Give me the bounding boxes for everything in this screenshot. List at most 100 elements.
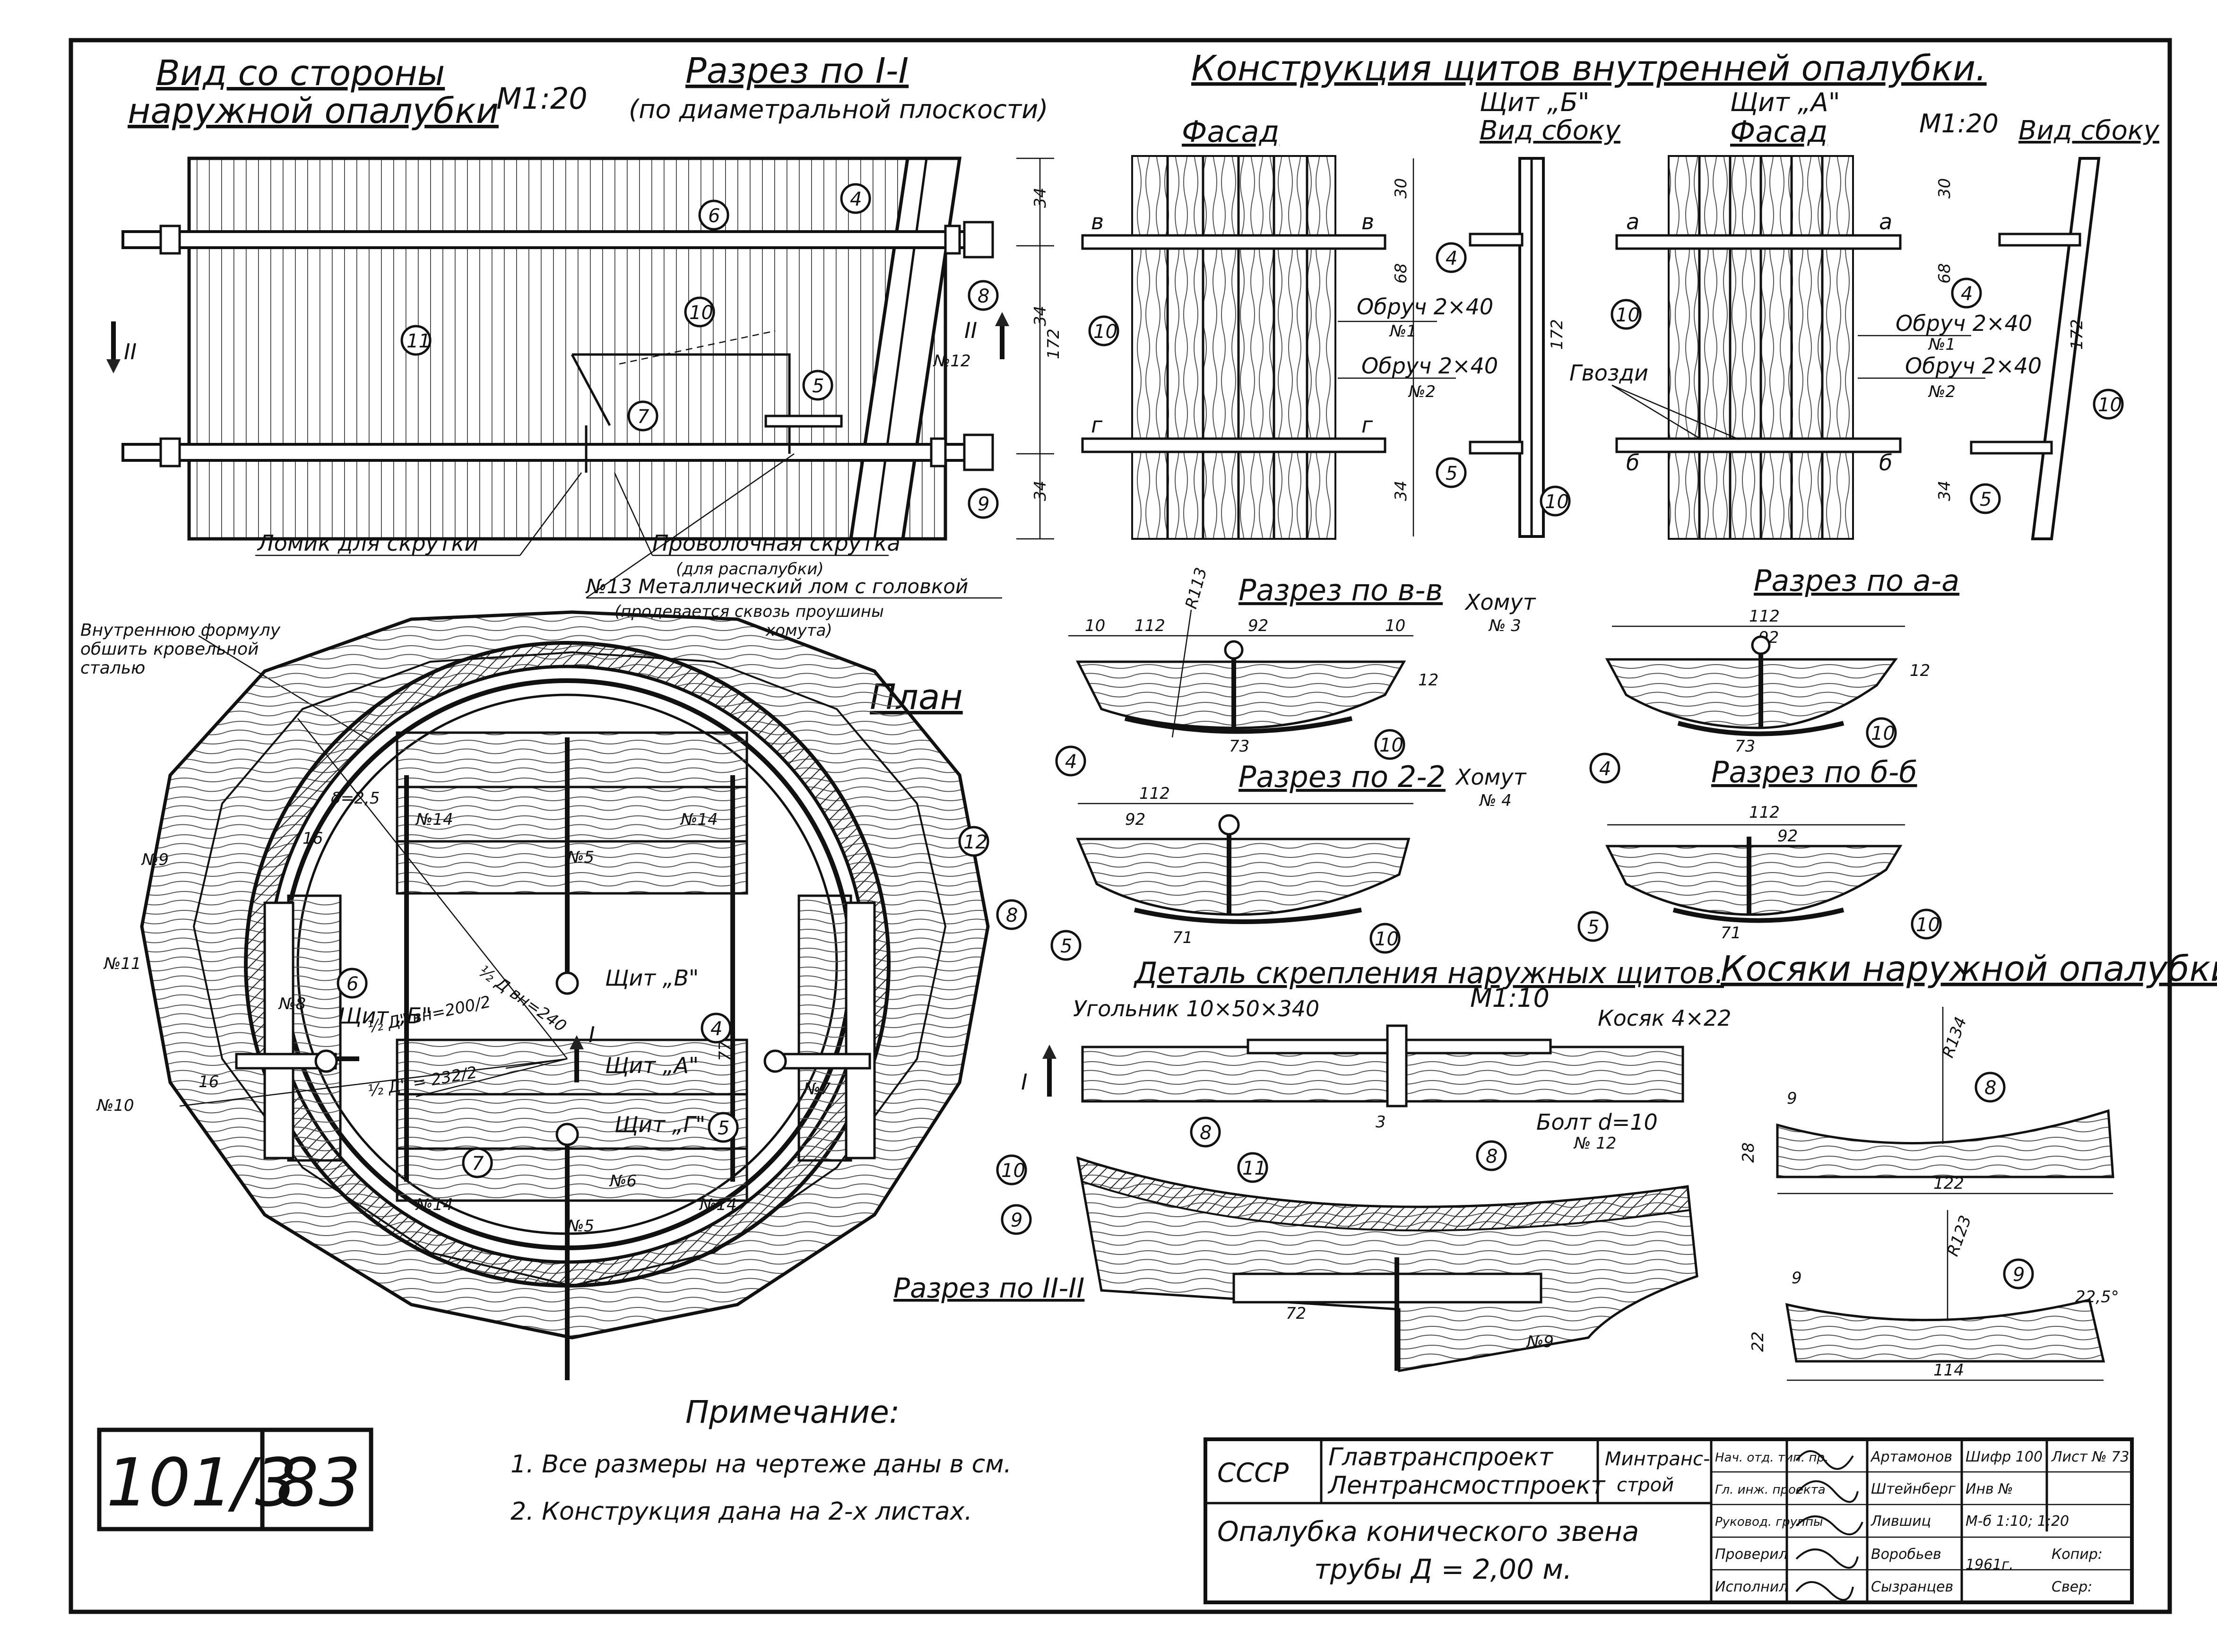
svg-text:в: в (1361, 209, 1374, 234)
svg-text:10: 10 (2098, 394, 2122, 416)
notes: Примечание: 1. Все размеры на чертеже да… (511, 1394, 1012, 1526)
svg-text:73: 73 (1229, 737, 1249, 756)
svg-text:77: 77 (716, 1040, 735, 1061)
scale-1: М1:20 (496, 81, 588, 116)
notes-heading: Примечание: (685, 1394, 900, 1430)
svg-text:5: 5 (718, 1117, 729, 1139)
svg-text:6: 6 (708, 205, 720, 227)
svg-text:10: 10 (1385, 616, 1405, 635)
svg-text:8: 8 (978, 285, 989, 307)
svg-text:172: 172 (1044, 329, 1063, 359)
svg-text:Болт d=10: Болт d=10 (1536, 1109, 1658, 1135)
svg-text:Нач. отд. тип. пр.: Нач. отд. тип. пр. (1715, 1451, 1828, 1465)
svg-text:сталью: сталью (80, 658, 145, 678)
svg-text:Лившиц: Лившиц (1871, 1513, 1931, 1530)
svg-text:№9: №9 (1526, 1332, 1554, 1351)
svg-text:Исполнил: Исполнил (1715, 1579, 1788, 1595)
svg-text:9: 9 (1792, 1269, 1802, 1288)
svg-text:I: I (589, 1022, 595, 1047)
svg-text:30: 30 (1935, 178, 1954, 199)
svg-text:1961г.: 1961г. (1966, 1557, 2014, 1573)
svg-text:7: 7 (637, 406, 650, 428)
svg-text:34: 34 (1031, 481, 1050, 501)
svg-text:10: 10 (1093, 321, 1117, 343)
svg-text:М-б 1:10; 1:20: М-б 1:10; 1:20 (1966, 1513, 2069, 1530)
note-2: 2. Конструкция дана на 2-х листах. (511, 1497, 972, 1526)
svg-text:№14: №14 (415, 1195, 453, 1214)
facade-title-b: Фасад (1182, 114, 1279, 149)
svg-text:Штейнберг: Штейнберг (1871, 1481, 1956, 1497)
svg-text:Обруч 2×40: Обруч 2×40 (1896, 311, 2032, 336)
svg-text:12: 12 (963, 831, 987, 853)
svg-text:22: 22 (1749, 1332, 1767, 1352)
svg-text:112: 112 (1139, 784, 1170, 803)
svg-text:Обруч 2×40: Обруч 2×40 (1357, 294, 1493, 320)
plan-shield-g (396, 1038, 748, 1202)
svg-text:8: 8 (1006, 905, 1018, 926)
svg-text:Опалубка конического звена: Опалубка конического звена (1217, 1515, 1639, 1548)
svg-text:№14: №14 (415, 810, 453, 829)
svg-text:71: 71 (1721, 924, 1741, 943)
svg-text:№9: №9 (141, 850, 169, 869)
svg-text:10: 10 (1916, 914, 1940, 936)
svg-text:Главтранспроект: Главтранспроект (1328, 1443, 1554, 1471)
svg-text:92: 92 (1777, 827, 1798, 846)
svg-text:11: 11 (407, 330, 431, 352)
section-2-2-title: Разрез по II-II (893, 1272, 1084, 1304)
svg-text:№ 3: № 3 (1488, 616, 1521, 635)
svg-text:№12: №12 (933, 352, 971, 371)
svg-text:трубы Д = 2,00 м.: трубы Д = 2,00 м. (1314, 1553, 1572, 1585)
svg-text:6: 6 (346, 973, 358, 995)
scale-3: М1:10 (1470, 983, 1550, 1013)
detail-title-1: Деталь скрепления наружных щитов. (1133, 956, 1724, 990)
joint-detail: Деталь скрепления наружных щитов. М1:10 … (1073, 956, 1732, 1372)
svg-text:Щит „В": Щит „В" (605, 965, 699, 991)
svg-text:4: 4 (1446, 248, 1457, 269)
svg-text:34: 34 (1935, 481, 1954, 501)
svg-text:122: 122 (1933, 1174, 1964, 1193)
section-aa-shape (1605, 658, 1898, 729)
svg-text:5: 5 (1060, 935, 1072, 957)
svg-text:12: 12 (1910, 661, 1930, 680)
joint-planks (1081, 1046, 1684, 1103)
svg-text:№7: №7 (803, 1080, 831, 1098)
sec-bb-title: Разрез по б-б (1711, 755, 1917, 789)
svg-text:№5: №5 (566, 1217, 594, 1236)
svg-text:4: 4 (710, 1018, 722, 1040)
svg-text:5: 5 (812, 375, 824, 397)
svg-text:4: 4 (850, 189, 862, 210)
svg-text:92: 92 (1125, 810, 1145, 829)
svg-text:10: 10 (1001, 1160, 1025, 1182)
svg-text:Руковод. группы: Руковод. группы (1715, 1515, 1823, 1529)
section-1-sub: (по диаметральной плоскости) (629, 95, 1048, 124)
svg-text:г: г (1361, 412, 1373, 438)
svg-text:114: 114 (1933, 1361, 1964, 1380)
section-22-shape (1076, 838, 1411, 916)
svg-text:Щит „Г": Щит „Г" (615, 1112, 705, 1137)
svg-text:строй: строй (1617, 1474, 1674, 1496)
outer-boards (187, 156, 947, 541)
svg-text:№14: №14 (680, 810, 718, 829)
svg-text:4: 4 (1065, 751, 1077, 773)
svg-text:16: 16 (199, 1073, 219, 1091)
cross-sections: Разрез по в-в Хомут № 3 112 92 10 10 R11… (1050, 563, 1959, 961)
inner-shields: Конструкция щитов внутренней опалубки. Щ… (1081, 48, 2160, 540)
svg-text:3: 3 (1376, 1113, 1386, 1132)
svg-text:112: 112 (1134, 616, 1165, 635)
svg-text:172: 172 (1548, 319, 1567, 350)
svg-text:172: 172 (2068, 319, 2087, 350)
lower-rail (121, 443, 975, 462)
outer-side-title-2: наружной опалубки (128, 91, 499, 131)
lomik-label: Ломик для скрутки (257, 530, 478, 556)
svg-text:16: 16 (303, 829, 323, 848)
svg-text:Внутреннюю формулу: Внутреннюю формулу (80, 621, 281, 640)
svg-text:б: б (1626, 450, 1639, 476)
svg-text:I: I (1021, 1069, 1028, 1095)
sec-vv-title: Разрез по в-в (1238, 573, 1443, 607)
shield-a-side (2031, 157, 2101, 540)
svg-text:34: 34 (1392, 481, 1411, 501)
svg-text:Угольник 10×50×340: Угольник 10×50×340 (1073, 996, 1319, 1021)
outer-side-title-1: Вид со стороны (156, 53, 445, 94)
svg-text:8: 8 (1984, 1077, 1996, 1099)
